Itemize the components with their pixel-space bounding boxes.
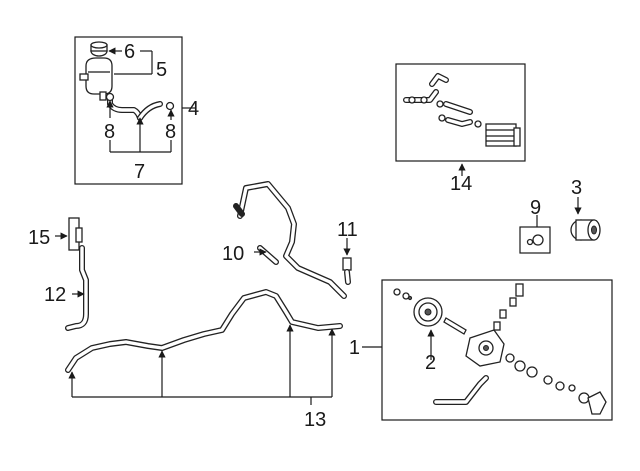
return-hose [65, 245, 89, 331]
callout-11: 11 [337, 219, 358, 241]
callout-10: 10 [222, 243, 244, 265]
oil-cooler [485, 123, 521, 147]
callout-12: 12 [44, 284, 66, 306]
callout-3: 3 [571, 177, 582, 199]
pressure-hose [233, 181, 347, 299]
callout-9: 9 [530, 197, 541, 219]
callout-15: 15 [28, 227, 50, 249]
reservoir-group-box [74, 36, 196, 185]
callout-8-left: 8 [104, 121, 115, 143]
pump-box [381, 279, 613, 421]
callout-8-right: 8 [165, 121, 176, 143]
reservoir-cap [90, 41, 108, 57]
cooler-tube [65, 289, 343, 373]
hose-clamp-left [105, 92, 115, 102]
callout-1: 1 [349, 337, 360, 359]
pressure-switch [342, 257, 352, 285]
callout-14: 14 [450, 173, 472, 195]
callout-2: 2 [425, 352, 436, 374]
callout-4: 4 [188, 98, 199, 120]
seal-kit [519, 226, 551, 254]
callout-5: 5 [156, 59, 167, 81]
pump-body [465, 329, 505, 367]
pump-pulley [413, 297, 443, 327]
bracket [68, 217, 83, 251]
hose-clamp-right [165, 101, 175, 111]
pulley [570, 219, 601, 241]
oil-cooler-box [395, 63, 526, 176]
callout-6: 6 [124, 41, 135, 63]
callout-7: 7 [134, 161, 145, 183]
callout-13: 13 [304, 409, 326, 431]
